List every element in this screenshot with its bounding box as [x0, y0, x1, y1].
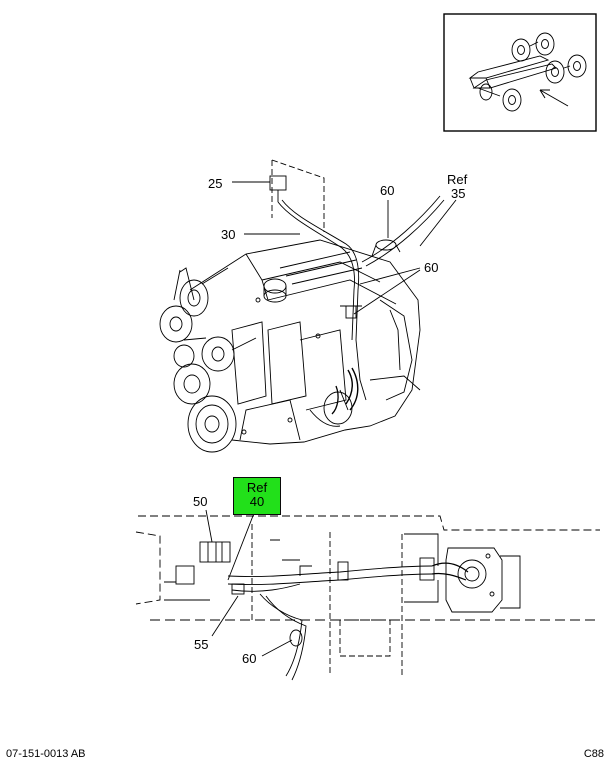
callout-60-bottom: 60 [242, 651, 256, 666]
callout-60-top: 60 [380, 183, 394, 198]
ref-40-label: Ref [246, 480, 268, 495]
callout-25: 25 [208, 176, 222, 191]
bottom-leaders [205, 507, 293, 657]
truck-chassis-icon [468, 32, 587, 112]
ref-40-highlight-box[interactable]: Ref 40 [233, 477, 281, 515]
footer-page-code: C88 [583, 748, 604, 760]
top-leaders [232, 181, 457, 315]
callout-50: 50 [193, 494, 207, 509]
arrow-icon [539, 89, 569, 107]
callout-30: 30 [221, 227, 235, 242]
callout-ref-35-number: 35 [451, 186, 465, 201]
callout-55: 55 [194, 637, 208, 652]
engine-illustration [159, 159, 445, 453]
callout-ref-35-label: Ref [447, 172, 468, 187]
harness-detail-illustration [135, 515, 600, 681]
callout-60-right: 60 [424, 260, 438, 275]
footer-drawing-number: 07-151-0013 AB [6, 748, 86, 760]
locator-inset [443, 13, 597, 132]
ref-40-number: 40 [249, 494, 265, 509]
